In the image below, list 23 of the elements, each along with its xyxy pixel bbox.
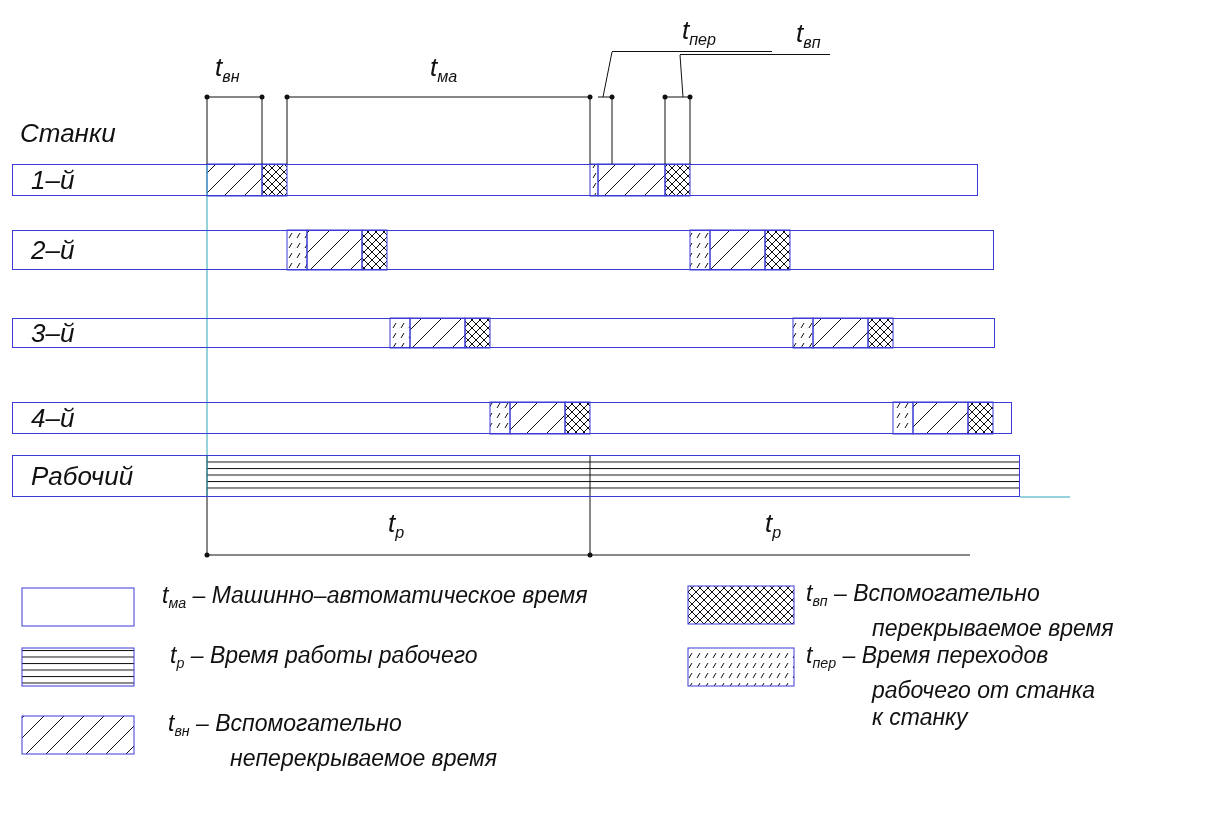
time-symbol: t$_{р}$ xyxy=(765,508,782,542)
timeline-bar xyxy=(12,164,978,196)
legend-text: t$_{пер}$ – Время переходов рабочего от станка к станку xyxy=(806,642,1097,731)
time-symbol: t$_{ма}$ xyxy=(430,52,458,86)
column-heading: Станки xyxy=(20,118,116,149)
leader-line xyxy=(602,51,613,98)
row-label: 2–й xyxy=(30,233,76,267)
leader-line xyxy=(679,54,684,98)
timeline-bar xyxy=(12,318,995,348)
legend-text: t$_{ма}$ – Машинно–автоматическое время xyxy=(162,582,589,613)
time-symbol: t$_{р}$ xyxy=(388,508,405,542)
row-label: 1–й xyxy=(30,165,76,195)
timeline-bar xyxy=(12,402,1012,434)
time-symbol: t$_{пер}$ xyxy=(682,15,717,49)
timeline-bar xyxy=(12,455,1020,497)
row-label: Рабочий xyxy=(30,459,135,493)
time-symbol: t$_{вп}$ xyxy=(796,18,821,52)
legend-text: t$_{р}$ – Время работы рабочего xyxy=(170,642,479,673)
time-symbol: t$_{вн}$ xyxy=(215,52,240,86)
timeline-bar xyxy=(12,230,994,270)
legend-text: t$_{вн}$ – Вспомогательно неперекрываемое время xyxy=(168,710,498,772)
row-label: 3–й xyxy=(30,319,76,347)
row-label: 4–й xyxy=(30,403,76,433)
